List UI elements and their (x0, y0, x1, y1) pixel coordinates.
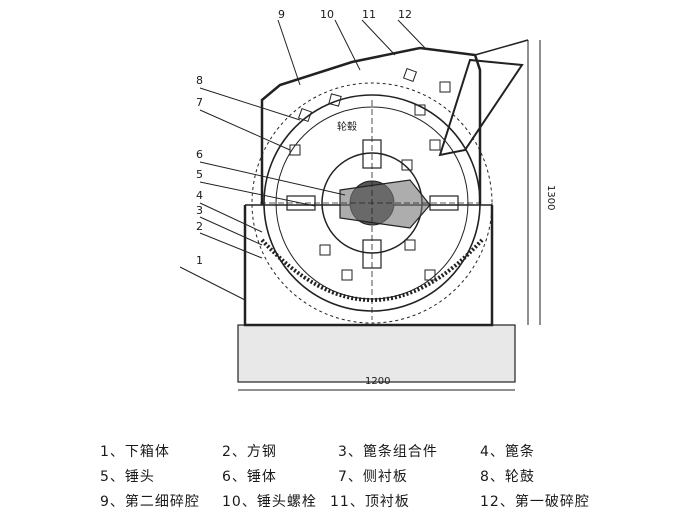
base-foundation (237, 324, 516, 383)
legend-num: 10、 (222, 494, 257, 510)
legend-label: 第二细碎腔 (124, 494, 200, 510)
legend-item-4: 4、篦条 (480, 441, 535, 461)
legend-label: 锤头 (124, 469, 155, 485)
callout-8: 8 (196, 74, 203, 87)
callout-10: 10 (320, 8, 334, 21)
legend-label: 顶衬板 (364, 494, 410, 510)
callout-5: 5 (196, 168, 203, 181)
hub-label: 轮毂 (337, 120, 357, 133)
hammer-body (339, 179, 431, 229)
legend-label: 锤头螺栓 (256, 494, 317, 510)
legend-item-11: 11、顶衬板 (330, 491, 410, 511)
legend-item-6: 6、锤体 (222, 466, 277, 486)
callout-3: 3 (196, 204, 203, 217)
liner-blocks (289, 67, 451, 281)
callout-11: 11 (362, 8, 376, 21)
callout-4: 4 (196, 189, 203, 202)
legend-item-8: 8、轮鼓 (480, 466, 535, 486)
callout-12: 12 (398, 8, 412, 21)
legend-item-2: 2、方钢 (222, 441, 277, 461)
legend-num: 4、 (480, 444, 505, 460)
screen-bars (260, 238, 484, 302)
legend-item-9: 9、第二细碎腔 (100, 491, 200, 511)
legend-num: 5、 (100, 469, 125, 485)
callout-2: 2 (196, 220, 203, 233)
callout-9: 9 (278, 8, 285, 21)
legend-num: 1、 (100, 444, 125, 460)
legend-num: 11、 (330, 494, 365, 510)
legend-label: 第一破碎腔 (514, 494, 590, 510)
legend-num: 9、 (100, 494, 125, 510)
legend-item-12: 12、第一破碎腔 (480, 491, 590, 511)
legend-num: 8、 (480, 469, 505, 485)
lower-housing (243, 205, 494, 327)
dimension-height: 1300 (545, 185, 556, 210)
legend-item-1: 1、下箱体 (100, 441, 170, 461)
dimension-width: 1200 (365, 376, 390, 387)
legend-num: 7、 (338, 469, 363, 485)
leader-lines (179, 19, 426, 301)
legend-item-3: 3、篦条组合件 (338, 441, 438, 461)
crusher-diagram: 1 2 3 4 5 6 7 8 9 10 11 12 1300 1200 轮毂 (179, 8, 556, 391)
upper-housing (260, 46, 482, 205)
feed-hopper (438, 58, 524, 157)
legend-num: 6、 (222, 469, 247, 485)
legend-item-10: 10、锤头螺栓 (222, 491, 317, 511)
legend-label: 下箱体 (124, 444, 170, 460)
legend-label: 轮鼓 (504, 469, 535, 485)
legend-label: 篦条组合件 (362, 444, 438, 460)
callout-6: 6 (196, 148, 203, 161)
legend-item-5: 5、锤头 (100, 466, 155, 486)
hopper-line (474, 39, 529, 56)
legend-label: 锤体 (246, 469, 277, 485)
callout-1: 1 (196, 254, 203, 267)
legend-num: 2、 (222, 444, 247, 460)
legend-num: 3、 (338, 444, 363, 460)
callout-7: 7 (196, 96, 203, 109)
legend-item-7: 7、侧衬板 (338, 466, 408, 486)
legend-label: 篦条 (504, 444, 535, 460)
screen-arc (251, 82, 493, 324)
legend-label: 方钢 (246, 444, 277, 460)
legend-label: 侧衬板 (362, 469, 408, 485)
legend-num: 12、 (480, 494, 515, 510)
